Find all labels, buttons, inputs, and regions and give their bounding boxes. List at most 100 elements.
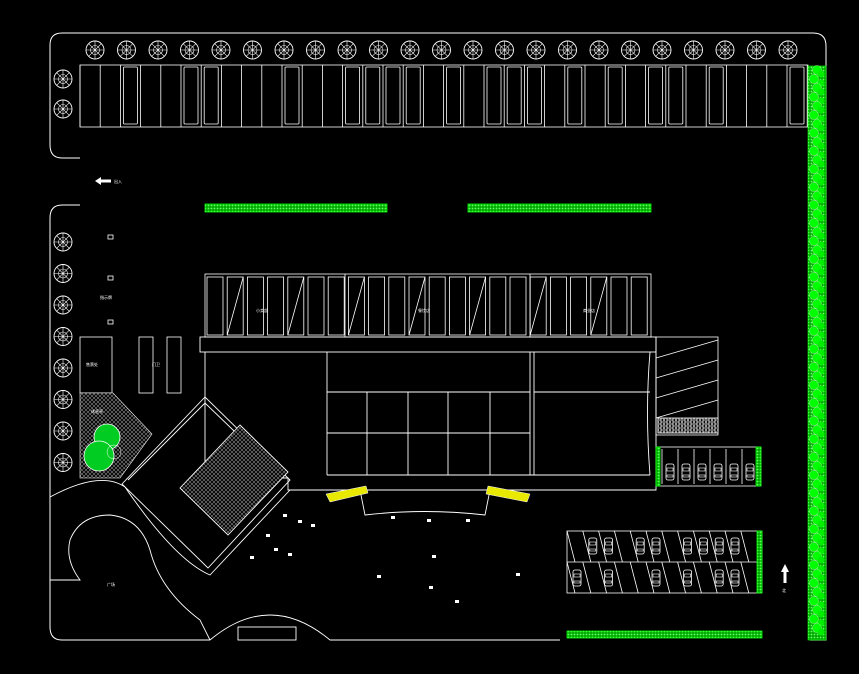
- tree-symbol-icon: [53, 327, 73, 346]
- tree-symbol-icon: [180, 40, 199, 60]
- arrow-left-icon: [95, 177, 111, 185]
- car-icon: [681, 463, 691, 481]
- car-icon: [745, 463, 755, 481]
- store-a-label: 小卖部: [256, 307, 268, 313]
- tree-symbol-icon: [652, 40, 672, 60]
- car-icon: [708, 66, 724, 125]
- car-icon: [648, 66, 663, 125]
- car-icon: [635, 537, 645, 555]
- car-icon: [284, 66, 300, 125]
- planter-right: [467, 203, 652, 213]
- planter-left: [204, 203, 388, 213]
- tree-symbol-icon: [589, 40, 609, 60]
- tree-symbol-icon: [526, 40, 546, 60]
- sign-label: 指示牌: [100, 294, 112, 300]
- store-c-label: 商业店: [583, 307, 595, 313]
- car-icon: [713, 463, 723, 481]
- left-tree-column: [53, 69, 73, 472]
- car-icon: [651, 569, 661, 587]
- right-hedge-strip: [807, 65, 827, 641]
- north-label: 北: [782, 587, 786, 593]
- entrance-accent-left: [325, 485, 369, 503]
- parking-lot-right: [655, 446, 762, 487]
- tree-symbol-icon: [211, 40, 231, 60]
- kiosk-label: 售票处: [86, 361, 98, 367]
- car-icon: [365, 66, 381, 125]
- car-icon: [506, 66, 522, 125]
- plaza-curves: [49, 479, 331, 641]
- canopy-trees: [83, 423, 122, 472]
- car-icon: [730, 569, 740, 587]
- car-icon: [729, 463, 739, 481]
- pavilion-label: 休息亭: [91, 408, 103, 414]
- car-icon: [572, 569, 582, 587]
- tree-symbol-icon: [85, 40, 105, 60]
- tree-symbol-icon: [558, 40, 577, 60]
- planter-bottom: [566, 630, 763, 639]
- car-icon: [651, 537, 661, 555]
- tree-symbol-icon: [495, 40, 514, 60]
- car-icon: [567, 66, 583, 125]
- tree-symbol-icon: [463, 40, 483, 60]
- car-icon: [683, 569, 693, 587]
- car-icon: [385, 66, 401, 125]
- tree-symbol-icon: [432, 40, 451, 60]
- tree-symbol-icon: [53, 358, 73, 378]
- plaza-marks: [250, 514, 520, 603]
- car-icon: [604, 537, 614, 555]
- plaza-label: 广场: [107, 581, 115, 587]
- shop-row: [204, 273, 652, 338]
- entrance-accent-right: [485, 485, 531, 503]
- entrance-label: 出入: [114, 178, 122, 184]
- tree-symbol-icon: [53, 232, 73, 252]
- car-icon: [588, 537, 598, 555]
- car-icon: [604, 569, 614, 587]
- tree-symbol-icon: [369, 40, 388, 60]
- car-icon: [345, 66, 361, 125]
- tree-symbol-icon: [148, 40, 168, 60]
- parking-lot-bottom: [566, 530, 763, 594]
- small-markers: [107, 234, 114, 325]
- car-icon: [486, 66, 502, 125]
- car-icon: [698, 537, 708, 555]
- car-icon: [123, 66, 138, 125]
- tree-symbol-icon: [53, 421, 73, 441]
- stair-block: [655, 336, 719, 436]
- tree-symbol-icon: [53, 453, 73, 472]
- tree-symbol-icon: [274, 40, 294, 60]
- tree-symbol-icon: [53, 295, 73, 315]
- car-icon: [183, 66, 199, 125]
- tree-symbol-icon: [684, 40, 703, 60]
- car-icon: [527, 66, 542, 125]
- car-icon: [405, 66, 421, 125]
- site-boundary: [49, 32, 827, 641]
- car-icon: [668, 66, 684, 125]
- car-icon: [446, 66, 462, 125]
- tree-symbol-icon: [715, 40, 735, 60]
- tree-symbol-icon: [306, 40, 325, 60]
- car-icon: [607, 66, 623, 125]
- diagonal-wing: [121, 396, 291, 569]
- tree-symbol-icon: [243, 40, 262, 60]
- car-icon: [789, 66, 805, 125]
- car-icon: [203, 66, 219, 125]
- top-parking-strip: [79, 64, 809, 128]
- tree-symbol-icon: [778, 40, 798, 60]
- gate-label: 门卫: [152, 361, 160, 367]
- tree-symbol-icon: [53, 99, 73, 119]
- tree-symbol-icon: [53, 390, 73, 409]
- arrow-up-icon: [781, 564, 789, 583]
- tree-symbol-icon: [53, 69, 73, 89]
- tree-symbol-icon: [117, 40, 136, 60]
- car-icon: [730, 537, 740, 555]
- car-icon: [697, 463, 707, 481]
- tree-symbol-icon: [53, 264, 73, 283]
- store-b-label: 餐饮店: [418, 307, 430, 313]
- tree-symbol-icon: [747, 40, 766, 60]
- car-icon: [714, 537, 724, 555]
- tree-symbol-icon: [337, 40, 357, 60]
- car-icon: [665, 463, 675, 481]
- car-icon: [683, 537, 693, 555]
- car-icon: [714, 569, 724, 587]
